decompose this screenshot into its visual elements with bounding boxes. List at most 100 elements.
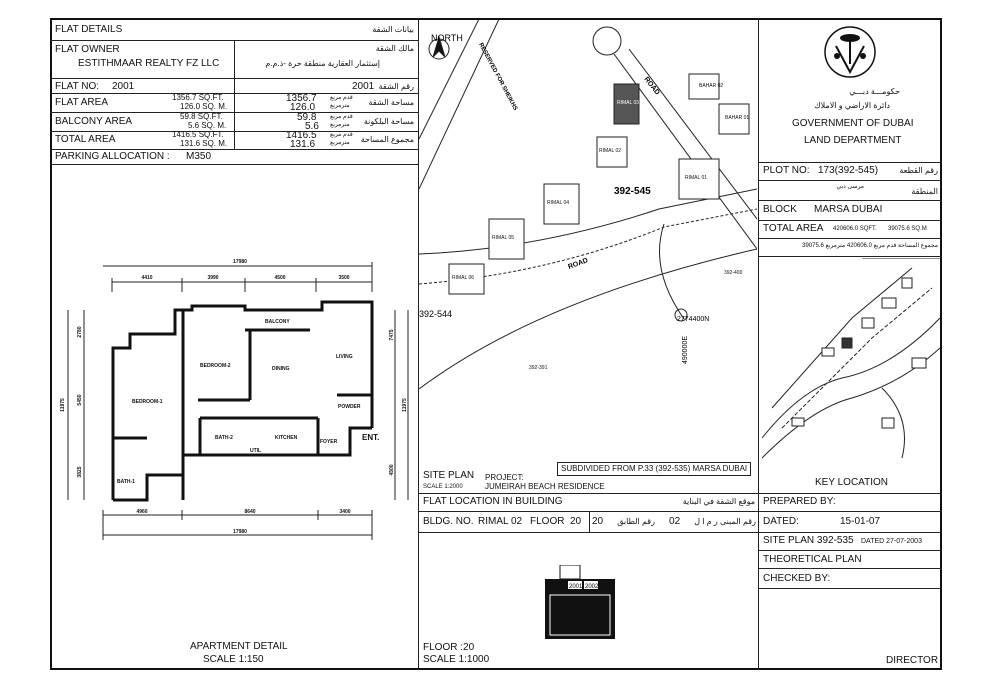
floor-caption: FLOOR :20 [423,642,475,653]
row-sqft: 1356.7 SQ.FT. [172,93,224,102]
bldg-label-ar: رقم المبنى ر م ا ل [694,517,756,526]
total-area-label: TOTAL AREA [763,223,824,234]
area-label-ar: المنطقة [911,187,938,196]
dim-label: 2780 [77,326,83,337]
block-value: MARSA DUBAI [814,204,883,215]
floor-value-ar-side: 20 [592,516,604,527]
bldg-value: RIMAL 02 [478,516,523,527]
site-plan-scale: SCALE 1:2000 [423,484,463,490]
row-label: FLAT AREA [55,97,108,108]
dim-label: 5450 [77,394,83,405]
building-label: RIMAL 06 [452,275,474,281]
department-title: LAND DEPARTMENT [804,135,902,146]
row-v1: 1416.5 [286,130,317,141]
apartment-floor-plan: BALCONY BEDROOM-2 DINING LIVING BEDROOM-… [60,259,409,540]
plot-no-value: 173(392-545) [818,165,879,176]
row-u1-ar: قدم مربع [330,132,353,138]
site-plan-drawing: BAHAR 02 BAHAR 01 RIMAL 03 RIMAL 02 RIMA… [419,19,757,390]
room-label: FOYER [320,439,338,445]
apartment-detail-caption: APARTMENT DETAIL [190,641,288,652]
dim-label: 8640 [244,509,255,515]
dated-value: 15-01-07 [840,516,881,527]
row-u1-ar: قدم مربع [330,114,353,120]
unit-label: 2002 [585,584,599,590]
government-title: GOVERNMENT OF DUBAI [792,118,914,129]
building-label: RIMAL 04 [547,200,569,206]
dim-label: 11975 [402,398,408,412]
plot-no-label-ar: رقم القطعة [899,166,938,175]
drawing-frame [50,18,942,670]
owner-name-ar: إستثمار العقارية منطقة حرة -ذ.م.م [265,59,380,68]
row-v1: 1356.7 [286,93,317,104]
dim-label: 4500 [274,275,285,281]
flat-details-title-ar: بيانات الشقة [372,25,414,34]
project-name: JUMEIRAH BEACH RESIDENCE [485,482,605,491]
row-sqm: 126.0 SQ. M. [180,102,228,111]
room-label: BEDROOM-1 [132,399,163,405]
row-v2: 126.0 [290,102,316,113]
flat-no: 2001 [112,81,135,92]
key-plan-drawing: 2001 2002 [545,565,615,639]
entrance-label: ENT. [362,433,379,442]
row-label: BALCONY AREA [55,116,133,127]
row-label-ar: مجموع المساحة [360,135,414,144]
dim-label: 3990 [207,275,218,281]
site-plan-ref: SITE PLAN 392-535 [763,535,854,546]
neighbor-plot: 392-400 [724,270,743,276]
total-area-sqft: 420606.0 SQFT. [833,226,877,232]
bldg-label: BLDG. NO. [423,516,474,527]
bldg-no-ar: 02 [669,516,681,527]
divider [418,18,419,670]
row-v1: 59.8 [297,112,317,123]
row-u2-ar: مترمربع [330,103,350,109]
neighbor-plot: 392-544 [419,309,452,319]
row-v2: 5.6 [305,121,319,132]
neighbor-plot: 392-391 [529,365,548,371]
dim-label: 4500 [389,464,395,475]
department-ar: دائرة الاراضي و الاملاك [814,101,890,110]
row-u1-ar: قدم مربع [330,95,353,101]
prepared-by-label: PREPARED BY: [763,496,836,507]
flat-no-label: FLAT NO: [55,81,100,92]
dim-label: 4410 [141,275,152,281]
dim-label: 3400 [339,509,350,515]
floor-label-ar: رقم الطابق [617,517,655,526]
room-label: KITCHEN [275,435,298,441]
dated-label: DATED: [763,516,799,527]
floor-value: 20 [570,516,582,527]
dim-label: 7475 [389,329,395,340]
room-label: POWDER [338,404,361,410]
building-label: BAHAR 02 [699,83,723,89]
road-label: ROAD [642,76,660,97]
total-area-sqm: 39075.6 SQ.M [888,226,927,232]
row-u2-ar: مترمربع [330,140,350,146]
director-label: DIRECTOR [886,655,939,666]
plot-number-label: 392-545 [614,186,651,197]
building-label: RIMAL 01 [685,175,707,181]
theoretical-plan-label: THEORETICAL PLAN [763,554,862,565]
row-u2-ar: مترمربع [330,122,350,128]
room-label: BALCONY [265,319,290,325]
room-label: BATH-2 [215,435,233,441]
room-label: LIVING [336,354,353,360]
row-v2: 131.6 [290,139,316,150]
flat-no-ar-value: 2001 [352,81,375,92]
room-label: DINING [272,366,290,372]
dim-label: 4960 [136,509,147,515]
row-sqm: 5.6 SQ. M. [188,121,227,130]
floor-label: FLOOR [530,516,565,527]
bldg-floor-ar-cell: 20 رقم الطابق 02 رقم المبنى ر م ا ل [592,515,756,529]
flat-location-title: FLAT LOCATION IN BUILDING [423,496,563,507]
divider [758,18,759,670]
government-ar: حكومـــة دبـــي [849,87,900,96]
dim-label: 3500 [338,275,349,281]
row-label-ar: مساحة البلكونة [363,117,414,126]
coord-north: 2774400N [677,316,709,323]
reserved-label: RESERVED FOR SHEIKHS [477,42,518,112]
room-label: BATH-1 [117,479,135,485]
site-plan-title: SITE PLAN [423,470,475,481]
row-label-ar: مساحة الشقة [368,98,414,107]
dim-label: 17980 [233,259,247,265]
parking-value: M350 [186,151,212,162]
key-plan-scale: SCALE 1:1000 [423,654,490,665]
